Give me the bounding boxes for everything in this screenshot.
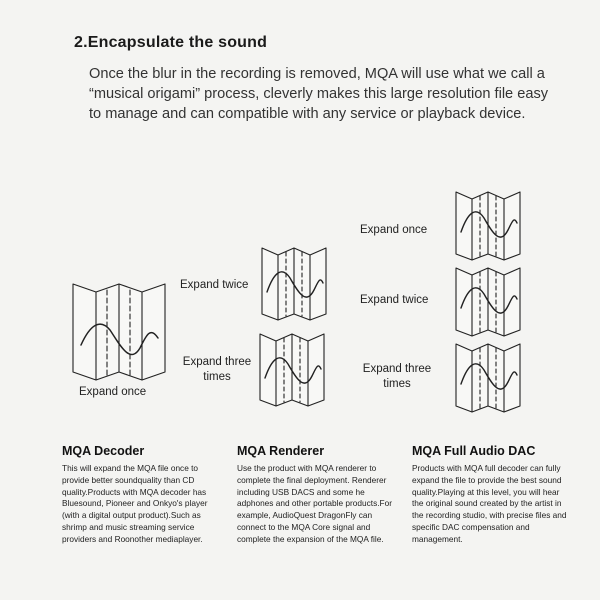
page-title: 2.Encapsulate the sound (74, 34, 268, 51)
column-title-renderer: MQA Renderer (237, 444, 325, 458)
folded-sheet-right-middle (455, 267, 521, 337)
column-body-decoder: This will expand the MQA file once to pr… (62, 463, 208, 544)
folded-sheet-large (72, 283, 166, 381)
label-mid-expand-three: Expand three times (182, 356, 252, 383)
label-mid-expand-twice: Expand twice (180, 279, 249, 291)
folded-sheet-mid-top (261, 247, 327, 321)
label-left-expand-once: Expand once (79, 386, 147, 398)
column-title-decoder: MQA Decoder (62, 444, 145, 458)
folded-sheet-right-top (455, 191, 521, 261)
folded-sheet-mid-bottom (259, 333, 325, 407)
label-right-expand-twice: Expand twice (360, 294, 429, 306)
column-title-full-dac: MQA Full Audio DAC (412, 444, 536, 458)
label-right-expand-once: Expand once (360, 224, 428, 236)
intro-paragraph: Once the blur in the recording is remove… (89, 66, 549, 122)
label-right-expand-three: Expand three times (362, 363, 432, 390)
column-body-renderer: Use the product with MQA renderer to com… (237, 463, 392, 544)
folded-sheet-right-bottom (455, 343, 521, 413)
column-body-full-dac: Products with MQA full decoder can fully… (412, 463, 567, 544)
